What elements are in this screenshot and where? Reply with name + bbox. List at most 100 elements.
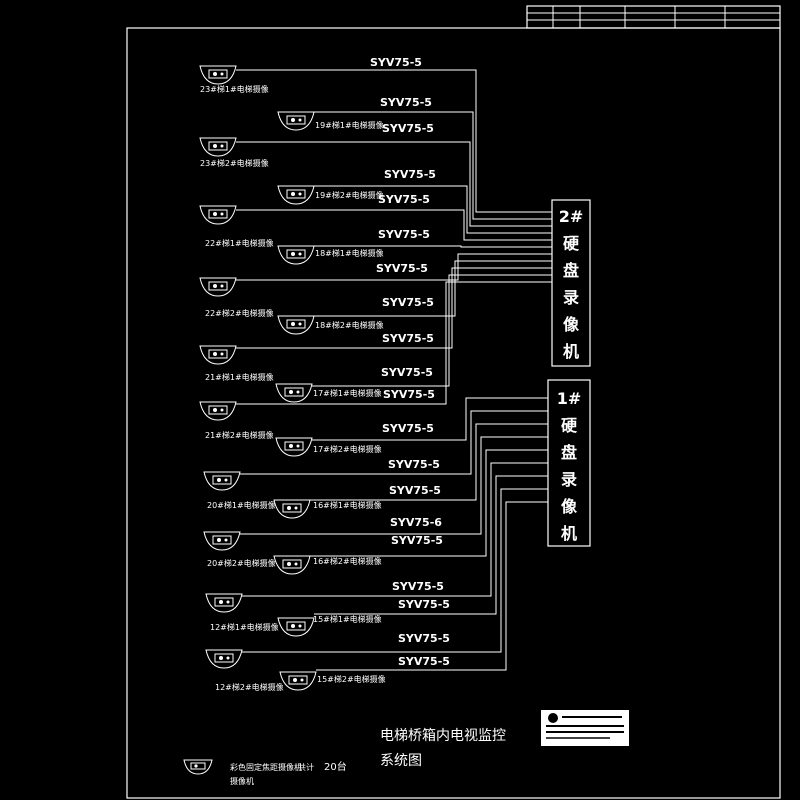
camera-icon [277, 617, 315, 637]
camera-icon [199, 401, 237, 421]
cable-label: SYV75-5 [392, 580, 444, 593]
cable-wire [236, 209, 552, 241]
cable-wire [236, 281, 552, 405]
camera-label: 22#梯1#电梯摄像 [205, 238, 274, 248]
camera-icon [203, 531, 241, 551]
cable-wire [242, 488, 548, 653]
camera-icon [199, 205, 237, 225]
diagram-title-line2: 系统图 [380, 753, 422, 769]
camera-label: 17#梯1#电梯摄像 [313, 388, 382, 398]
recorder-label-line: 机 [561, 524, 577, 543]
recorder-label-line: 盘 [563, 261, 579, 280]
camera-label: 16#梯2#电梯摄像 [313, 556, 382, 566]
cable-label: SYV75-5 [398, 598, 450, 611]
cable-wire [312, 397, 548, 441]
cable-wire [314, 475, 548, 615]
cable-label: SYV75-5 [398, 632, 450, 645]
recorder-label-line: 录 [561, 470, 577, 489]
camera-icon [277, 185, 315, 205]
camera-icon [203, 471, 241, 491]
recorder-label-line: 硬 [563, 234, 580, 253]
cable-wire [312, 274, 552, 387]
cable-wire [314, 111, 552, 220]
camera-label: 21#梯2#电梯摄像 [205, 430, 274, 440]
camera-icon [199, 345, 237, 365]
cable-label: SYV75-5 [391, 534, 443, 547]
cable-wire [314, 185, 552, 234]
legend-sub: 摄像机 [230, 776, 254, 786]
cable-label: SYV75-5 [388, 458, 440, 471]
recorder-label-line: 盘 [561, 443, 577, 462]
camera-label: 12#梯2#电梯摄像 [215, 682, 284, 692]
camera-icon [205, 593, 243, 613]
camera-label: 23#梯1#电梯摄像 [200, 84, 269, 94]
cable-wire [310, 423, 548, 501]
cable-wire [316, 501, 548, 671]
legend: 彩色固定焦距摄像机 共计 20台 摄像机 [183, 759, 347, 786]
cable-label: SYV75-5 [376, 262, 428, 275]
cable-label: SYV75-5 [382, 422, 434, 435]
camera-label-group: 23#梯1#电梯摄像19#梯1#电梯摄像23#梯2#电梯摄像19#梯2#电梯摄像… [200, 84, 386, 692]
cable-wire [236, 69, 552, 213]
camera-label: 15#梯1#电梯摄像 [313, 614, 382, 624]
camera-label: 20#梯2#电梯摄像 [207, 558, 276, 568]
legend-camera-icon [183, 759, 213, 775]
cable-wire [236, 267, 552, 349]
cable-label: SYV75-5 [382, 296, 434, 309]
cable-wire [242, 462, 548, 597]
recorder-label-line: 2# [559, 207, 584, 226]
cable-label: SYV75-5 [398, 655, 450, 668]
cable-label-group: SYV75-5SYV75-5SYV75-5SYV75-5SYV75-5SYV75… [370, 56, 450, 668]
cable-label: SYV75-5 [378, 193, 430, 206]
camera-label: 16#梯1#电梯摄像 [313, 500, 382, 510]
camera-label: 23#梯2#电梯摄像 [200, 158, 269, 168]
camera-icon [199, 65, 237, 85]
camera-icon [277, 245, 315, 265]
recorder-2-box [551, 199, 591, 367]
drawing-frame [126, 27, 781, 799]
camera-label: 17#梯2#电梯摄像 [313, 444, 382, 454]
design-stamp [541, 710, 629, 746]
cable-label: SYV75-6 [390, 516, 442, 529]
recorder-label-line: 1# [557, 389, 582, 408]
legend-description: 彩色固定焦距摄像机 [230, 762, 302, 772]
camera-icon [273, 499, 311, 519]
cable-wire [240, 436, 548, 535]
camera-label: 12#梯1#电梯摄像 [210, 622, 279, 632]
camera-label: 18#梯2#电梯摄像 [315, 320, 384, 330]
cable-wire [236, 141, 552, 227]
cable-wire [310, 449, 548, 557]
cable-label: SYV75-5 [383, 388, 435, 401]
legend-total-value: 20台 [324, 760, 347, 773]
recorder-label-line: 硬 [561, 416, 578, 435]
recorder-label-line: 录 [563, 288, 579, 307]
title-block-grid [526, 5, 781, 29]
camera-label: 15#梯2#电梯摄像 [317, 674, 386, 684]
cable-label: SYV75-5 [382, 332, 434, 345]
camera-label: 20#梯1#电梯摄像 [207, 500, 276, 510]
camera-icon [277, 315, 315, 335]
camera-icon [273, 555, 311, 575]
legend-total-label: 共计 [298, 762, 314, 772]
camera-group [199, 65, 317, 691]
cable-wire [314, 245, 552, 248]
camera-icon [199, 277, 237, 297]
cable-label: SYV75-5 [381, 366, 433, 379]
camera-label: 18#梯1#电梯摄像 [315, 248, 384, 258]
cable-wire [240, 410, 548, 475]
cable-wires [236, 69, 552, 671]
camera-icon [275, 383, 313, 403]
cable-label: SYV75-5 [378, 228, 430, 241]
cable-label: SYV75-5 [382, 122, 434, 135]
camera-icon [205, 649, 243, 669]
camera-icon [277, 111, 315, 131]
recorder-label-line: 像 [563, 315, 580, 334]
camera-icon [279, 671, 317, 691]
cable-label: SYV75-5 [380, 96, 432, 109]
camera-label: 21#梯1#电梯摄像 [205, 372, 274, 382]
cable-label: SYV75-5 [384, 168, 436, 181]
recorder-label-line: 机 [563, 342, 579, 361]
